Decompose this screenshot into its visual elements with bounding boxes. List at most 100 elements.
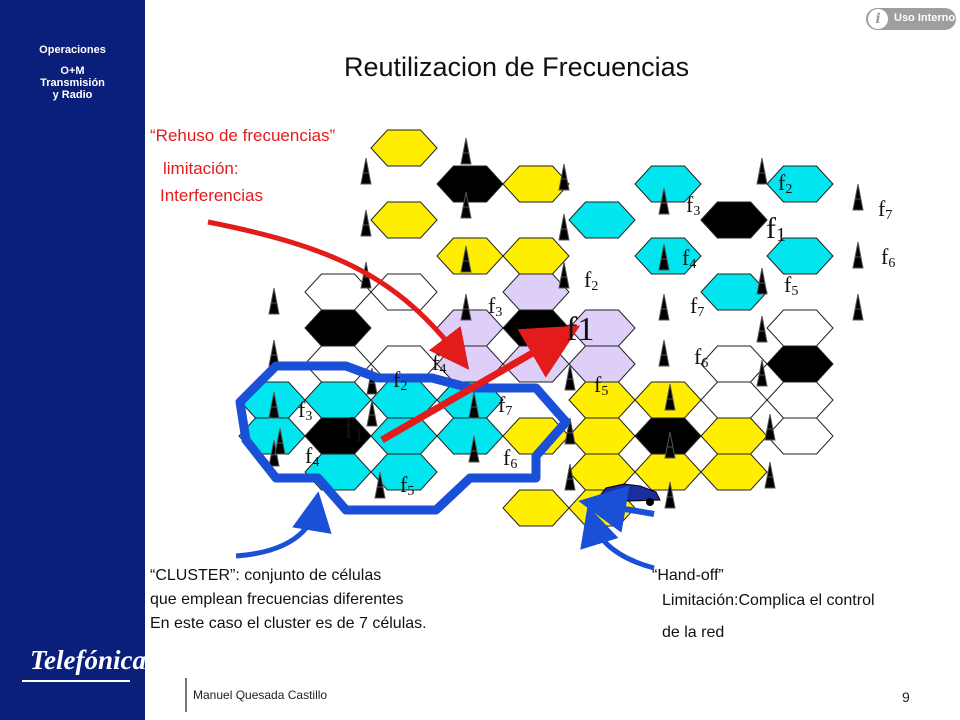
freq-label: f3 [686,192,700,219]
footer-author: Manuel Quesada Castillo [193,688,328,702]
antenna-icon [558,163,570,191]
hex-cell [634,237,702,275]
antenna-icon [468,391,480,419]
antenna-icon [658,293,670,321]
handoff-pointer-arrow [580,505,655,571]
hex-cell [502,237,570,275]
freq-label: f2 [393,367,407,394]
hex-cell [304,273,372,311]
freq-label: f6 [881,244,895,271]
footer-divider [185,678,187,712]
hex-cell [766,345,834,383]
hex-cell [304,309,372,347]
hex-cell [304,381,372,419]
freq-label: f4 [682,245,696,272]
sidebar-line: y Radio [52,89,93,101]
hex-cell [568,345,636,383]
freq-label: f3 [298,397,312,424]
hex-cell [436,417,504,455]
antenna-icon [274,427,286,455]
antenna-icon [558,213,570,241]
interference-arrow-curved [207,219,470,370]
antenna-icon [360,157,372,185]
antenna-icon [374,471,386,499]
sidebar-line: Transmisión [40,77,105,89]
antenna-icon [664,431,676,459]
info-icon: i [868,9,888,29]
classification-badge: i Uso Interno [866,8,956,30]
freq-label: f1 [766,212,786,246]
antenna-icon [852,293,864,321]
handoff-move-arrow [578,485,655,533]
hex-cell [436,165,504,203]
antenna-icon [468,435,480,463]
hex-cell [766,381,834,419]
center-freq-label: f1 [566,311,594,348]
antenna-icon [658,339,670,367]
hex-cell [634,453,702,491]
hex-cell [766,417,834,455]
antenna-icon [460,191,472,219]
badge-label: Uso Interno [894,12,956,24]
handoff-caption-line: de la red [662,624,725,641]
antenna-icon [658,187,670,215]
antenna-icon [460,293,472,321]
cluster-caption-line: que emplean frecuencias diferentes [150,591,404,608]
cluster-caption-line: “CLUSTER”: conjunto de células [150,567,382,584]
antenna-icon [852,183,864,211]
hex-cell [370,201,438,239]
antenna-icon [756,157,768,185]
slide-title: Reutilizacion de Frecuencias [344,52,690,82]
reuse-note-line: Interferencias [160,186,263,205]
antenna-icon [852,241,864,269]
freq-label: f1 [344,412,364,446]
antenna-icon [764,461,776,489]
hex-cell [766,309,834,347]
interference-arrow-straight [380,325,581,444]
hex-cell [634,165,702,203]
hex-cell [634,417,702,455]
hex-cell [502,489,570,527]
handoff-caption-line: Limitación:Complica el control [662,592,875,609]
hex-cell [436,237,504,275]
antenna-icon [756,315,768,343]
antenna-icon [460,137,472,165]
hex-cell [568,417,636,455]
hex-cell [568,201,636,239]
brand-logo: Telefónica [30,645,146,675]
handoff-caption-line: “Hand-off” [652,567,724,584]
hex-cell [766,237,834,275]
freq-label: f2 [584,267,598,294]
antenna-icon [664,383,676,411]
antenna-icon [460,245,472,273]
hex-cell [502,273,570,311]
antenna-icon [366,399,378,427]
hex-cell [370,453,438,491]
antenna-icon [268,391,280,419]
cluster-caption-line: En este caso el cluster es de 7 células. [150,615,427,632]
brand-logo-box [0,633,145,688]
hex-cell [502,165,570,203]
brand-underline [22,680,130,682]
hex-cell [700,381,768,419]
antenna-icon [360,209,372,237]
hex-cell [700,453,768,491]
sidebar-title: Operaciones O+M Transmisión y Radio [0,44,145,101]
freq-label: f4 [305,443,319,470]
page-number: 9 [902,689,910,705]
antenna-icon [564,463,576,491]
antenna-icon [764,413,776,441]
freq-label: f6 [503,445,517,472]
sidebar-line: Operaciones [39,44,106,56]
antenna-icon [664,481,676,509]
reuse-note-line: limitación: [163,159,239,178]
freq-label: f2 [778,170,792,197]
freq-label: f7 [690,293,704,320]
freq-label: f7 [878,196,892,223]
hex-cell [700,417,768,455]
freq-label: f5 [784,272,798,299]
hex-cell [700,345,768,383]
antenna-icon [756,267,768,295]
sidebar [0,0,145,720]
